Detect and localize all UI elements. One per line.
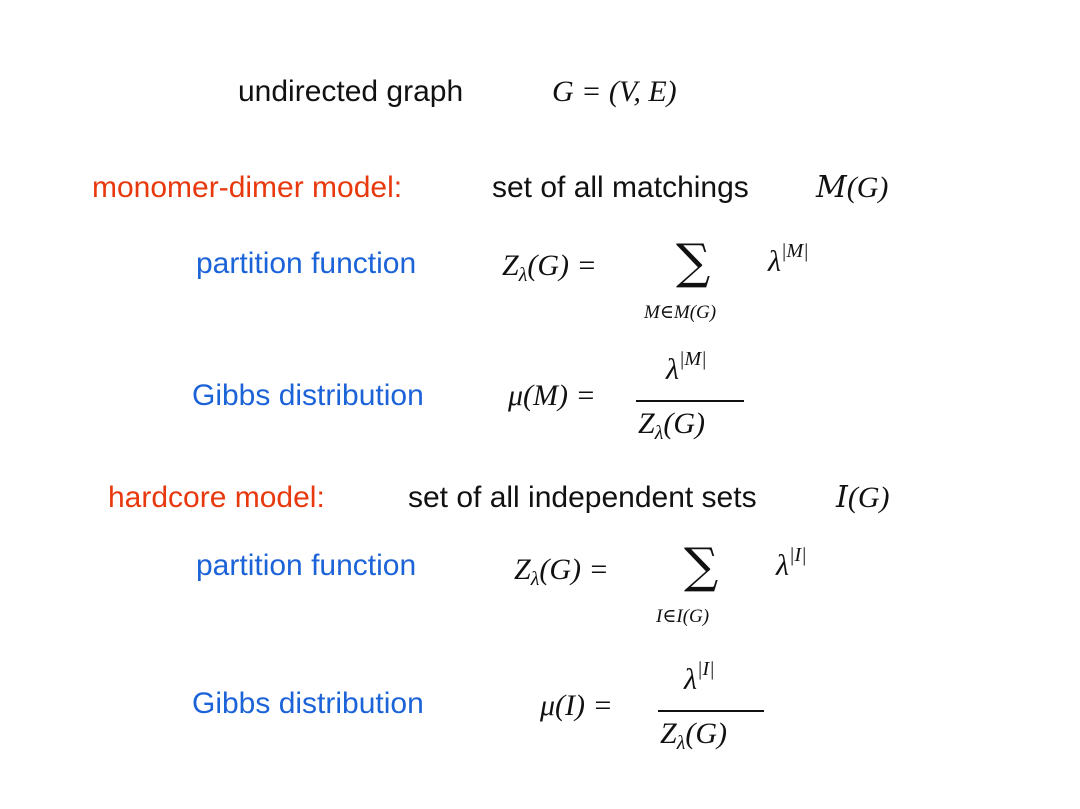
lambda-symbol: λ bbox=[776, 549, 789, 582]
lambda-exponent: |I| bbox=[697, 658, 715, 680]
graph-label: undirected graph bbox=[238, 75, 464, 108]
lambda-symbol: λ bbox=[684, 663, 697, 696]
z-arg: (G) = bbox=[527, 249, 597, 282]
independent-sets-arg: (G) bbox=[847, 481, 890, 514]
lambda-sub: λ bbox=[530, 568, 540, 590]
mu-lhs: μ(M) = bbox=[508, 379, 596, 412]
lambda-sub: λ bbox=[518, 264, 528, 286]
matchings-symbol: M bbox=[816, 170, 847, 205]
monomer-gibbs-denominator: Zλ(G) bbox=[638, 406, 705, 445]
hardcore-partition-term: λ|I| bbox=[776, 544, 807, 587]
lambda-sub: λ bbox=[654, 422, 664, 444]
monomer-set-symbol: M(G) bbox=[816, 170, 888, 206]
lambda-symbol: λ bbox=[666, 353, 679, 386]
hardcore-partition-label: partition function bbox=[196, 549, 417, 582]
lambda-symbol: λ bbox=[768, 245, 781, 278]
hardcore-fraction-bar bbox=[658, 710, 764, 712]
hardcore-gibbs-lhs: μ(I) = bbox=[540, 688, 613, 724]
lambda-exponent: |M| bbox=[679, 348, 707, 370]
matchings-arg: (G) bbox=[846, 171, 889, 204]
monomer-gibbs-numerator: λ|M| bbox=[666, 348, 707, 391]
monomer-sum-index: M∈M(G) bbox=[644, 302, 717, 323]
monomer-partition-label: partition function bbox=[196, 247, 417, 280]
z-arg: (G) bbox=[685, 717, 728, 750]
independent-sets-symbol: I bbox=[836, 480, 848, 515]
z-arg: (G) = bbox=[539, 553, 609, 586]
monomer-fraction-bar bbox=[636, 400, 744, 402]
z-symbol: Z bbox=[638, 407, 655, 440]
z-symbol: Z bbox=[502, 249, 519, 282]
mu-lhs: μ(I) = bbox=[540, 689, 613, 722]
z-arg: (G) bbox=[663, 407, 706, 440]
sum-sign: ∑ bbox=[676, 234, 711, 290]
z-symbol: Z bbox=[660, 717, 677, 750]
monomer-gibbs-label: Gibbs distribution bbox=[192, 379, 424, 412]
hardcore-model-desc: set of all independent sets bbox=[408, 481, 757, 514]
sum-sign: ∑ bbox=[684, 538, 719, 594]
monomer-partition-lhs: Zλ(G) = bbox=[502, 248, 597, 287]
graph-formula: G = (V, E) bbox=[552, 74, 677, 110]
lambda-exponent: |M| bbox=[781, 240, 809, 262]
hardcore-model-label: hardcore model: bbox=[108, 481, 325, 514]
monomer-gibbs-lhs: μ(M) = bbox=[508, 378, 596, 414]
lambda-sub: λ bbox=[676, 732, 686, 754]
hardcore-gibbs-denominator: Zλ(G) bbox=[660, 716, 727, 755]
z-symbol: Z bbox=[514, 553, 531, 586]
hardcore-partition-lhs: Zλ(G) = bbox=[514, 552, 609, 591]
lambda-exponent: |I| bbox=[789, 544, 807, 566]
hardcore-gibbs-label: Gibbs distribution bbox=[192, 687, 424, 720]
hardcore-set-symbol: I(G) bbox=[836, 480, 890, 516]
monomer-model-label: monomer-dimer model: bbox=[92, 171, 403, 204]
graph-formula-text: G = (V, E) bbox=[552, 75, 677, 108]
hardcore-gibbs-numerator: λ|I| bbox=[684, 658, 715, 701]
monomer-partition-term: λ|M| bbox=[768, 240, 809, 283]
monomer-model-desc: set of all matchings bbox=[492, 171, 749, 204]
hardcore-sum-index: I∈I(G) bbox=[656, 606, 710, 627]
